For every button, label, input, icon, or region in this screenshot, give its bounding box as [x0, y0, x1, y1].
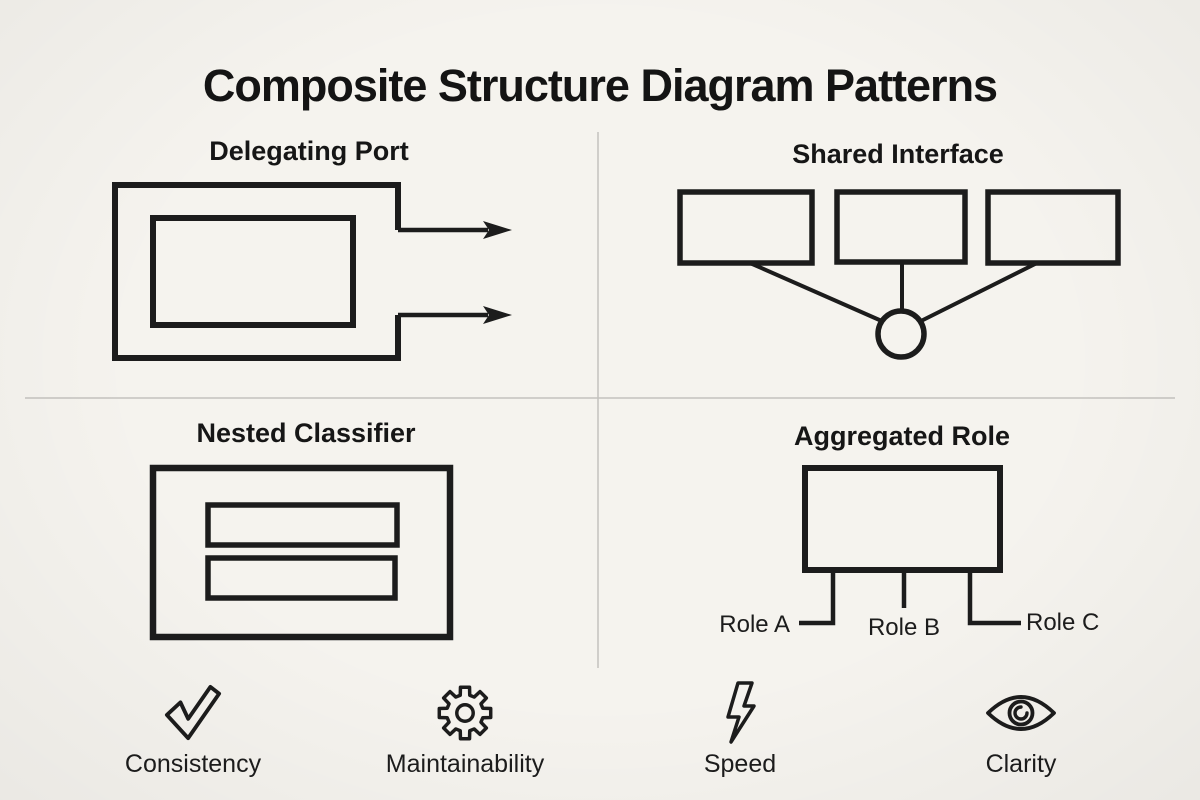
shared-interface-box-3 [985, 189, 1121, 266]
delegating-port-inner-part [150, 215, 356, 328]
connector-role-c [967, 570, 1021, 626]
feature-maintainability: Maintainability [355, 680, 575, 779]
delegating-port-outer-component [112, 182, 401, 361]
nested-classifier-outer [149, 464, 454, 641]
shared-interface-ball [875, 308, 927, 360]
shared-interface-box-1 [677, 189, 815, 266]
shared-interface-box-2 [834, 189, 968, 265]
feature-label: Clarity [985, 750, 1057, 778]
nested-classifier-part-2 [205, 555, 398, 601]
check-icon [162, 680, 224, 746]
shared-interface-figure [677, 189, 1121, 360]
feature-label: Consistency [124, 750, 262, 778]
role-c-label: Role C [1026, 609, 1100, 636]
heading-aggregated-role: Aggregated Role [793, 421, 1011, 451]
connector-box1-to-ball [749, 261, 885, 324]
delegating-port-figure [112, 182, 512, 361]
nested-classifier-part-1 [205, 502, 400, 548]
aggregated-role-box [802, 465, 1003, 573]
delegation-arrow-top [398, 221, 512, 239]
connector-role-a [799, 570, 836, 626]
role-b-label: Role B [867, 614, 941, 641]
heading-nested-classifier: Nested Classifier [196, 418, 416, 448]
page-title: Composite Structure Diagram Patterns [202, 60, 998, 112]
connector-box3-to-ball [918, 261, 1038, 324]
eye-icon [983, 680, 1059, 746]
gear-icon [436, 680, 494, 746]
feature-speed: Speed [630, 680, 850, 779]
heading-shared-interface: Shared Interface [792, 139, 1004, 169]
horizontal-divider [25, 397, 1175, 399]
lightning-icon [719, 680, 761, 746]
feature-consistency: Consistency [83, 680, 303, 779]
delegation-arrow-bottom [398, 306, 512, 324]
vertical-divider [597, 132, 599, 668]
role-a-label: Role A [719, 611, 790, 638]
aggregated-role-figure [799, 465, 1021, 626]
heading-delegating-port: Delegating Port [209, 136, 409, 166]
feature-label: Maintainability [385, 750, 545, 778]
feature-label: Speed [703, 750, 777, 778]
nested-classifier-figure [149, 464, 454, 641]
feature-clarity: Clarity [911, 680, 1131, 779]
